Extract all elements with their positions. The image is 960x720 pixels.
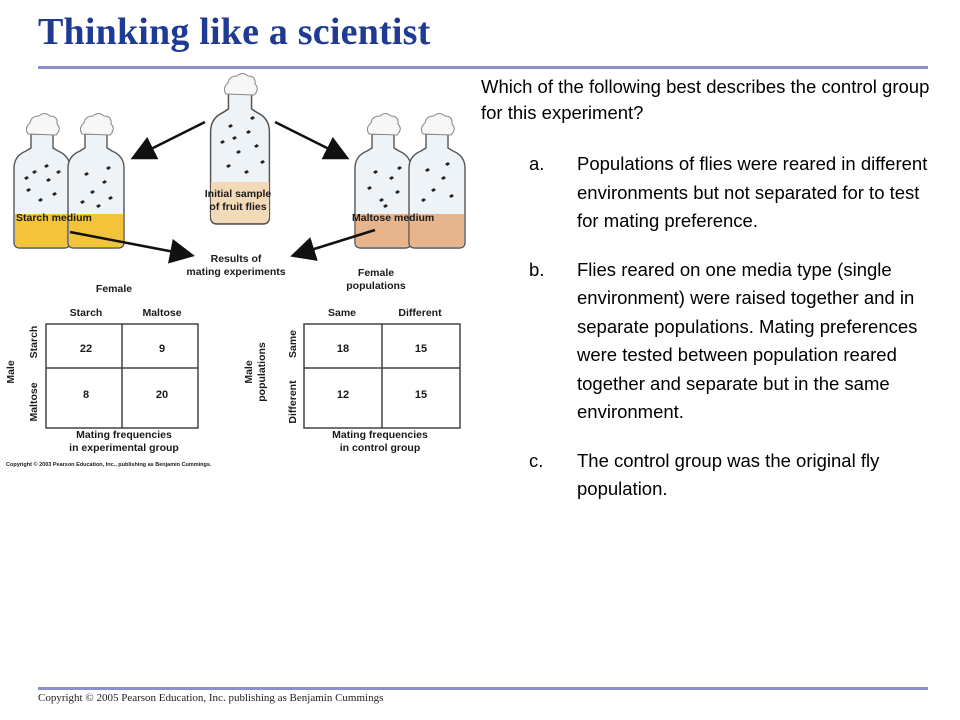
ctrl-row-different: Different	[287, 380, 299, 424]
exp-caption: Mating frequencies	[76, 429, 172, 441]
option-letter: a.	[529, 153, 545, 174]
ctrl-col-same: Same	[328, 307, 356, 319]
option-b: b. Flies reared on one media type (singl…	[529, 256, 939, 427]
ctrl-cell: 15	[415, 389, 427, 401]
results-label-2: mating experiments	[186, 266, 285, 278]
answer-options: a. Populations of flies were reared in d…	[529, 150, 939, 524]
maltose-bottle-2	[408, 113, 466, 249]
option-letter: b.	[529, 258, 545, 280]
control-table: Female populations Same Different Male p…	[243, 267, 461, 454]
option-text: Flies reared on one media type (single e…	[577, 258, 918, 423]
experimental-table: Female Starch Maltose Male Starch Maltos…	[5, 283, 199, 454]
initial-sample-label: Initial sample	[205, 188, 272, 200]
arrow-to-starch	[130, 120, 206, 160]
ctrl-male-header-2: populations	[256, 342, 268, 402]
ctrl-cell: 18	[337, 343, 349, 355]
experiment-figure: Starch medium Maltose medium Initial sam…	[5, 73, 466, 468]
exp-cell: 9	[159, 343, 165, 355]
ctrl-cell: 12	[337, 389, 349, 401]
ctrl-row-same: Same	[287, 330, 299, 358]
footer-divider	[38, 687, 928, 690]
exp-col-maltose: Maltose	[142, 307, 181, 319]
figure-copyright: Copyright © 2003 Pearson Education, Inc.…	[6, 461, 212, 468]
arrow-from-maltose	[290, 228, 376, 261]
starch-medium-label: Starch medium	[16, 212, 92, 224]
results-label: Results of	[211, 253, 262, 265]
exp-cell: 20	[156, 389, 168, 401]
option-a: a. Populations of flies were reared in d…	[529, 150, 939, 236]
exp-female-header: Female	[96, 283, 132, 295]
ctrl-female-header-2: populations	[346, 280, 406, 292]
starch-bottle-1	[13, 113, 71, 249]
initial-bottle	[209, 73, 271, 225]
exp-caption-2: in experimental group	[69, 442, 179, 454]
arrow-from-starch	[69, 230, 195, 264]
option-letter: c.	[529, 449, 544, 471]
initial-sample-label-2: of fruit flies	[209, 201, 266, 213]
exp-row-maltose: Maltose	[28, 382, 40, 421]
starch-bottle-2	[67, 113, 125, 249]
exp-row-starch: Starch	[28, 326, 40, 359]
ctrl-male-header: Male	[243, 360, 255, 384]
ctrl-caption-2: in control group	[340, 442, 421, 454]
exp-cell: 8	[83, 389, 89, 401]
copyright-footer: Copyright © 2005 Pearson Education, Inc.…	[38, 692, 384, 704]
question-text: Which of the following best describes th…	[481, 76, 930, 123]
ctrl-col-different: Different	[398, 307, 442, 319]
ctrl-cell: 15	[415, 343, 427, 355]
arrow-to-maltose	[274, 120, 350, 160]
maltose-bottle-1	[354, 113, 412, 249]
ctrl-caption: Mating frequencies	[332, 429, 428, 441]
option-c: c. The control group was the original fl…	[529, 447, 939, 504]
title-divider	[38, 66, 928, 69]
exp-male-header: Male	[5, 360, 17, 384]
maltose-medium-label: Maltose medium	[352, 212, 434, 224]
option-text: Populations of flies were reared in diff…	[577, 153, 928, 231]
ctrl-female-header: Female	[358, 267, 394, 279]
option-text: The control group was the original fly p…	[577, 449, 880, 500]
slide-title: Thinking like a scientist	[38, 11, 431, 53]
exp-cell: 22	[80, 343, 92, 355]
exp-col-starch: Starch	[70, 307, 103, 319]
